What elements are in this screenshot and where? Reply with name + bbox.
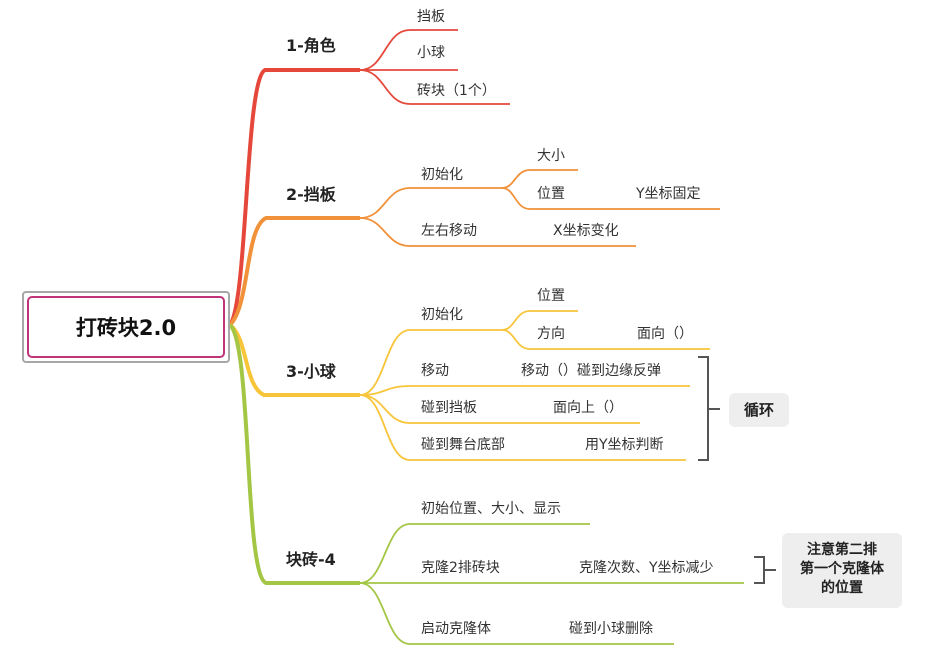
node-ball-move[interactable]: 移动 [421,363,449,379]
node-ball-direction-detail[interactable]: 面向（） [637,326,693,342]
node-paddle[interactable]: 挡板 [417,9,445,25]
node-ball-hit-paddle[interactable]: 碰到挡板 [421,400,477,416]
node-brick-start-clone-detail[interactable]: 碰到小球删除 [569,621,653,637]
node-ball-init[interactable]: 初始化 [421,307,463,323]
node-ball-hit-stage-detail[interactable]: 用Y坐标判断 [585,437,664,453]
node-ball-hit-stage[interactable]: 碰到舞台底部 [421,437,505,453]
node-ball-hit-paddle-detail[interactable]: 面向上（） [553,400,623,416]
branch-3-lines [359,310,710,461]
node-ball-position[interactable]: 位置 [537,288,565,304]
node-ball-move-detail[interactable]: 移动（）碰到边缘反弹 [521,363,661,379]
trunk-1 [228,68,360,327]
branch-3-label[interactable]: 3-小球 [286,362,336,381]
node-ball[interactable]: 小球 [417,45,445,61]
root-node[interactable]: 打砖块2.0 [22,291,230,363]
node-brick-init[interactable]: 初始位置、大小、显示 [421,501,561,517]
branch-1-label[interactable]: 1-角色 [286,36,336,55]
node-brick-clone[interactable]: 克隆2排砖块 [421,560,500,576]
node-paddle-position[interactable]: 位置 [537,186,565,202]
node-paddle-init[interactable]: 初始化 [421,167,463,183]
branch-2-label[interactable]: 2-挡板 [286,185,336,204]
clone-position-note[interactable]: 注意第二排 第一个克隆体 的位置 [782,533,902,608]
branch-4-label[interactable]: 块砖-4 [286,550,336,569]
trunk-4 [228,323,360,585]
node-brick-clone-detail[interactable]: 克隆次数、Y坐标减少 [579,560,714,576]
note-bracket [754,556,776,584]
node-paddle-position-detail[interactable]: Y坐标固定 [636,186,701,202]
node-brick-start-clone[interactable]: 启动克隆体 [421,621,491,637]
branch-1-lines [359,29,510,105]
branch-4-lines [359,523,744,645]
trunk-3 [228,323,360,397]
clone-note-line-2: 第一个克隆体 [800,561,884,577]
loop-note[interactable]: 循环 [729,393,789,427]
node-brick[interactable]: 砖块（1个） [417,83,496,99]
node-paddle-move[interactable]: 左右移动 [421,223,477,239]
node-paddle-move-detail[interactable]: X坐标变化 [553,223,619,239]
loop-bracket [698,356,720,461]
clone-note-line-3: 的位置 [821,580,863,596]
trunk-2 [228,216,360,327]
branch-2-lines [359,169,720,247]
node-paddle-size[interactable]: 大小 [537,148,565,164]
root-node-inner: 打砖块2.0 [27,296,225,358]
root-title: 打砖块2.0 [75,316,177,340]
node-ball-direction[interactable]: 方向 [537,326,565,342]
clone-note-line-1: 注意第二排 [807,542,877,558]
